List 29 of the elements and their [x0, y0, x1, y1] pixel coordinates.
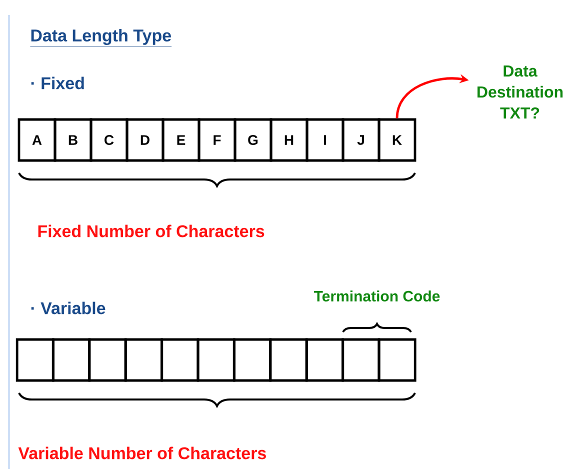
empty-cell	[124, 338, 163, 382]
character-cell: K	[378, 118, 416, 162]
empty-cell	[160, 338, 200, 382]
character-cell: G	[234, 118, 272, 162]
section-label: · Variable	[31, 302, 106, 314]
caption-label: Variable Number of Characters	[18, 446, 266, 460]
empty-cell	[306, 338, 344, 382]
character-cell: F	[198, 118, 236, 162]
heading: Data Length Type	[30, 29, 172, 47]
empty-cell	[269, 338, 308, 382]
character-cell: B	[54, 118, 92, 162]
empty-cell	[233, 338, 272, 382]
empty-cell	[196, 338, 236, 382]
empty-cell	[378, 338, 416, 382]
empty-cell	[16, 338, 54, 382]
character-cell: C	[90, 118, 128, 162]
termination-label: Termination Code	[314, 290, 440, 302]
empty-cell	[342, 338, 380, 382]
section-label: · Fixed	[31, 76, 84, 90]
empty-cell	[88, 338, 127, 382]
character-cell: J	[342, 118, 380, 162]
destination-label: Data Destination TXT?	[478, 66, 563, 118]
character-cell: A	[18, 118, 56, 162]
character-cell: I	[306, 118, 344, 162]
character-cell: H	[270, 118, 308, 162]
character-cell: E	[162, 118, 200, 162]
character-cell: D	[126, 118, 164, 162]
empty-cell	[52, 338, 90, 382]
caption-label: Fixed Number of Characters	[38, 224, 264, 238]
